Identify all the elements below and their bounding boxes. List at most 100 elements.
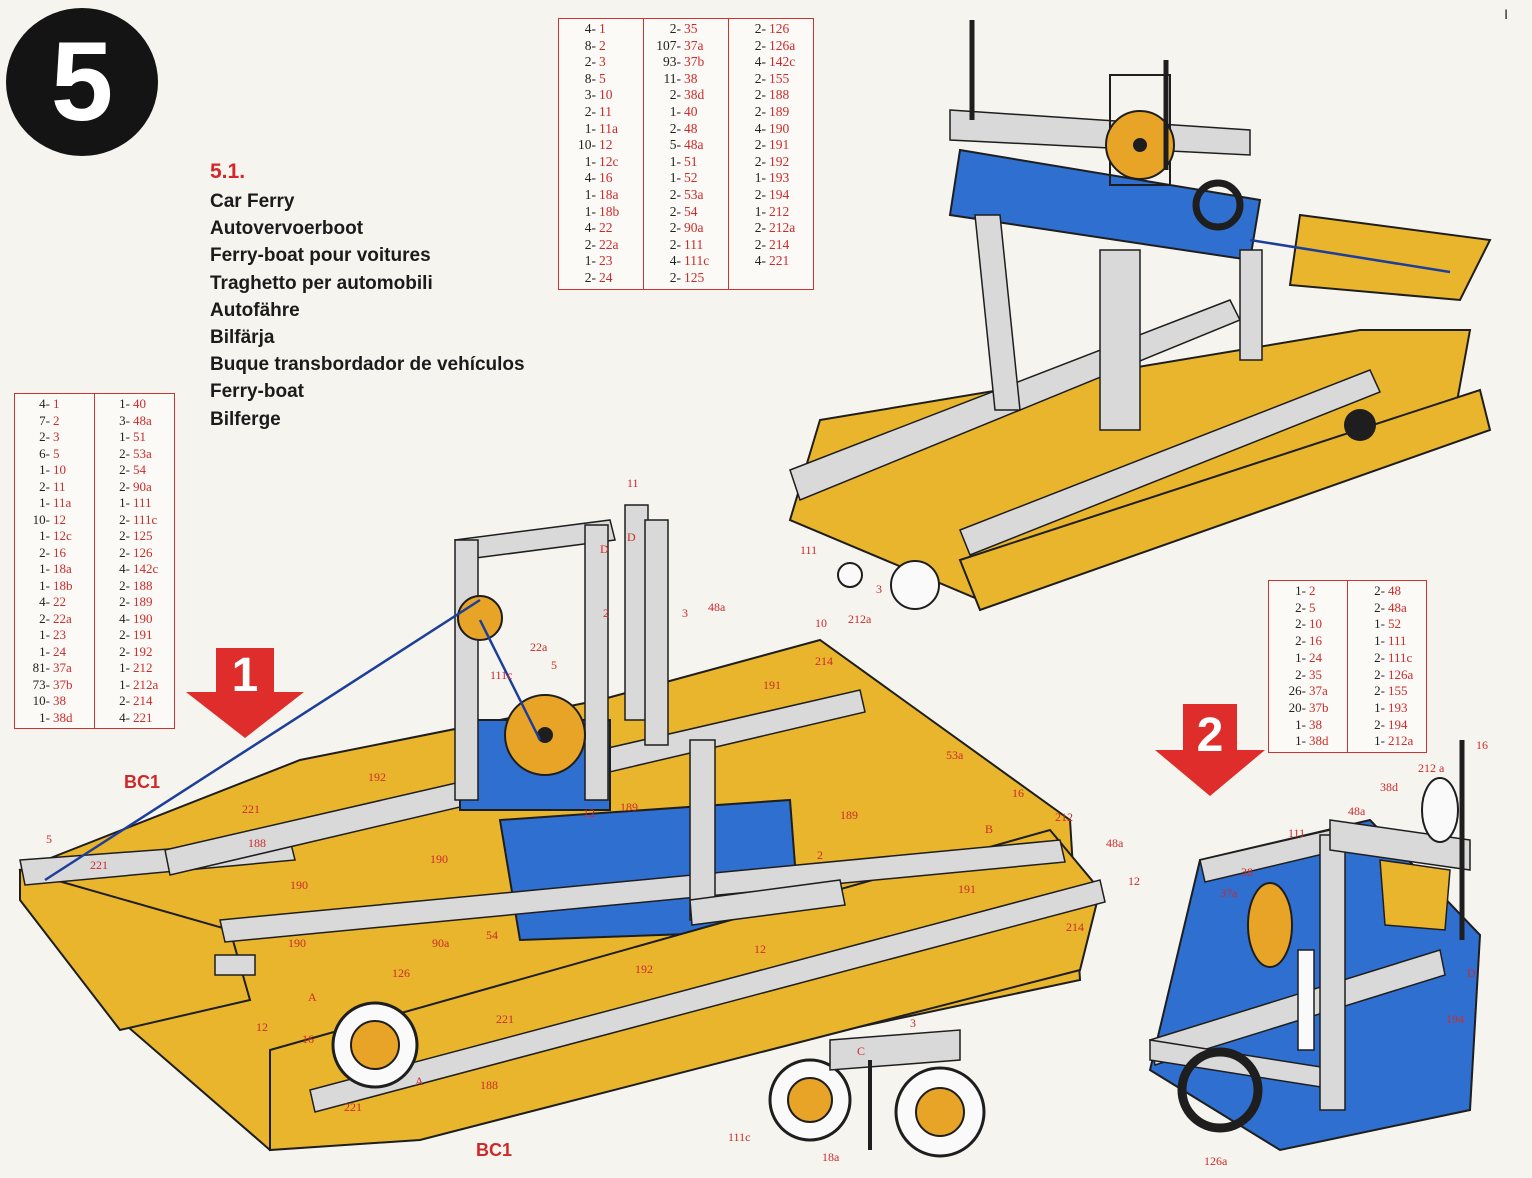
part-quantity: 2- (669, 120, 681, 136)
part-quantity: 1- (669, 170, 681, 186)
part-quantity: 1- (39, 627, 50, 642)
part-number: 12c (53, 528, 72, 543)
model-name-no: Bilferge (210, 408, 281, 430)
part-row: 2-192 (732, 154, 810, 171)
part-number: 1 (53, 396, 60, 411)
part-callout: 189 (620, 800, 638, 814)
part-row: 8-2 (562, 38, 640, 55)
part-callout: 12 (583, 806, 595, 820)
part-row: 2-212a (732, 220, 810, 237)
part-quantity: 1- (584, 203, 596, 219)
part-callout: 221 (242, 802, 260, 816)
part-number: 11a (599, 120, 618, 136)
model-name-en: Car Ferry (210, 191, 295, 212)
part-number: 16 (1309, 633, 1322, 649)
part-number: 111c (684, 253, 710, 269)
part-number: 191 (769, 137, 790, 153)
part-quantity: 7- (39, 412, 50, 428)
part-number: 37b (53, 676, 73, 692)
part-callout: 126 (392, 966, 410, 980)
part-number: 23 (599, 253, 613, 269)
part-callout: 214 (1066, 920, 1084, 934)
part-quantity: 1- (39, 561, 50, 576)
part-number: 142c (133, 561, 159, 576)
part-row: 1-51 (98, 429, 171, 446)
part-row: 81-37a (18, 660, 91, 677)
model-name-sv: Bilfärja (210, 327, 275, 349)
part-quantity: 1- (669, 153, 681, 169)
part-number: 212 (133, 660, 153, 675)
part-number: 40 (684, 103, 698, 119)
part-quantity: 4- (39, 594, 50, 609)
model-name-de: Autofähre (210, 299, 300, 321)
part-callout: 221 (344, 1100, 362, 1114)
part-number: 40 (133, 396, 146, 411)
part-row: 1-23 (18, 627, 91, 644)
part-quantity: 2- (669, 186, 681, 202)
part-quantity: 2- (669, 203, 681, 219)
part-callout: 221 (496, 1012, 514, 1026)
part-number: 35 (1309, 666, 1322, 682)
part-number: 3 (599, 54, 606, 70)
part-row: 1-38 (1272, 717, 1344, 734)
part-number: 214 (133, 693, 153, 708)
part-quantity: 2- (119, 577, 130, 593)
part-number: 24 (1309, 649, 1322, 665)
part-quantity: 2- (119, 627, 130, 642)
part-row: 26-37a (1272, 683, 1344, 700)
part-quantity: 1- (1374, 633, 1385, 649)
part-quantity: 20- (1288, 699, 1306, 715)
part-callout: 18a (822, 1150, 840, 1164)
part-number: 51 (133, 429, 146, 444)
part-quantity: 1- (754, 170, 766, 186)
part-quantity: 10- (578, 137, 596, 153)
part-row: 1-24 (1272, 650, 1344, 667)
part-callout: 194 (1446, 1012, 1464, 1026)
part-callout: 12 (256, 1020, 268, 1034)
part-number: 12 (599, 137, 613, 153)
part-quantity: 1- (119, 676, 130, 692)
part-callout: 11 (627, 476, 639, 490)
part-callout: 5 (46, 832, 52, 846)
part-row: 2-35 (647, 21, 725, 38)
part-callout: 2 (817, 848, 823, 862)
part-quantity: 2- (1374, 583, 1385, 598)
part-number: 190 (769, 120, 790, 136)
part-quantity: 4- (119, 709, 130, 725)
part-quantity: 2- (669, 21, 681, 36)
part-callout: 212 (1055, 810, 1073, 824)
part-quantity: 4- (584, 220, 596, 236)
part-callout: 48a (1106, 836, 1124, 850)
part-row: 1-40 (98, 396, 171, 413)
part-quantity: 1- (1374, 699, 1385, 715)
part-quantity: 1- (39, 462, 50, 477)
part-row: 4-1 (562, 21, 640, 38)
part-quantity: 1- (39, 495, 50, 510)
part-callout: 189 (840, 808, 858, 822)
part-quantity: 2- (1295, 616, 1306, 632)
part-row: 2-126a (732, 38, 810, 55)
part-number: 190 (133, 610, 153, 626)
part-number: 111c (1388, 649, 1413, 665)
part-number: 38d (684, 87, 705, 103)
part-row: 7-2 (18, 413, 91, 430)
part-quantity: 2- (754, 103, 766, 119)
part-number: 11a (53, 495, 72, 510)
part-row: 2-53a (98, 446, 171, 463)
part-row: 5-48a (647, 137, 725, 154)
part-number: 111c (133, 511, 158, 527)
part-quantity: 1- (39, 577, 50, 593)
part-row: 1-52 (647, 170, 725, 187)
part-quantity: 1- (119, 396, 130, 411)
part-number: 155 (769, 70, 790, 86)
part-number: 125 (684, 269, 705, 285)
part-callout: 54 (486, 928, 498, 942)
part-callout: D (627, 530, 636, 544)
part-row: 2-16 (18, 545, 91, 562)
part-row: 10-12 (562, 137, 640, 154)
part-number: 2 (1309, 583, 1316, 598)
part-quantity: 8- (584, 37, 596, 53)
part-quantity: 2- (1295, 599, 1306, 615)
